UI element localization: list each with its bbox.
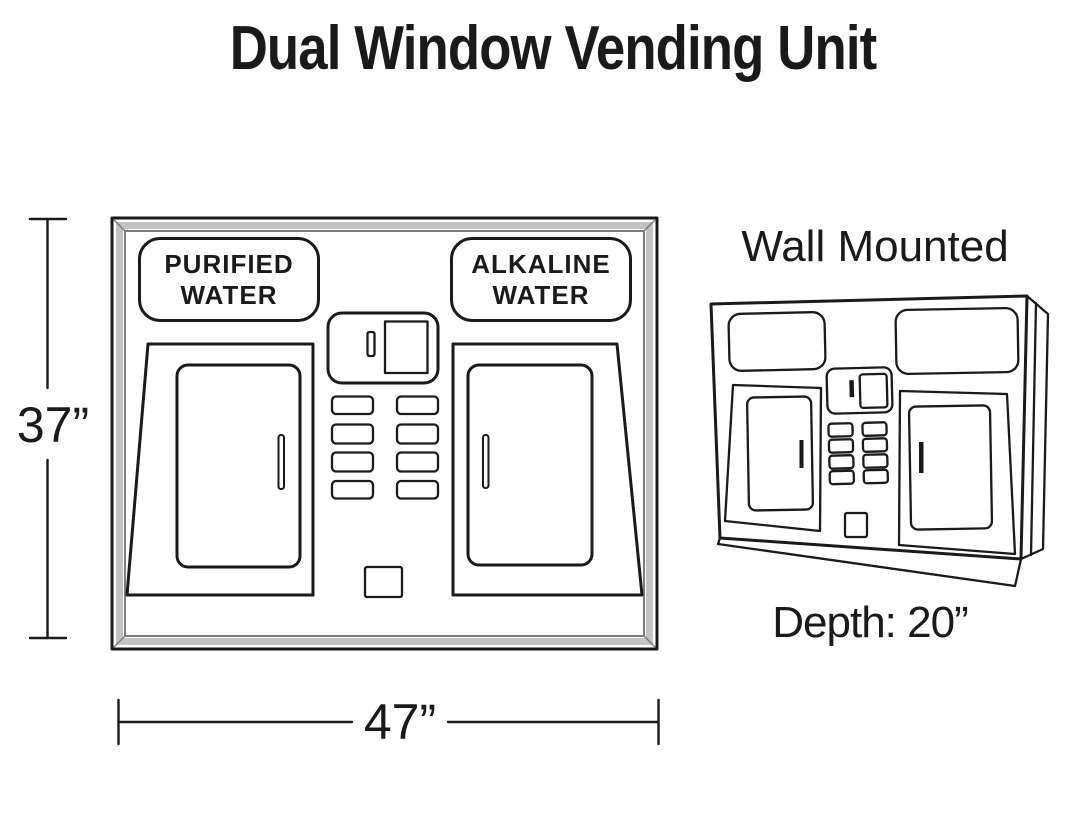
keypad-button	[395, 395, 440, 416]
height-dimension-line	[28, 217, 68, 640]
right-window-opening	[451, 342, 644, 597]
right-window-door	[466, 363, 594, 567]
keypad-button	[828, 469, 856, 486]
keypad-button	[330, 395, 375, 416]
width-dimension-value: 47”	[359, 693, 441, 751]
page-title: Dual Window Vending Unit	[229, 14, 877, 83]
keypad-button	[330, 423, 375, 445]
cabinet-front-face	[709, 294, 1029, 561]
left-door-handle	[277, 434, 285, 490]
front-view-drawing	[110, 216, 659, 651]
keypad-button	[827, 438, 855, 454]
depth-dimension-value: Depth: 20”	[772, 598, 968, 647]
coin-return-slot	[843, 511, 869, 539]
left-window-opening	[125, 342, 315, 597]
front-frame-outer	[110, 216, 659, 651]
payment-screen	[383, 320, 429, 375]
keypad-button	[395, 479, 440, 500]
right-window-door	[907, 404, 994, 531]
left-window-door	[175, 363, 302, 569]
left-window-door	[745, 395, 815, 512]
right-door-handle	[919, 442, 924, 473]
payment-panel-perspective	[825, 366, 894, 415]
cabinet-side-edge-line	[1029, 301, 1038, 557]
card-slot	[366, 330, 376, 358]
keypad	[330, 395, 440, 500]
left-window-opening	[723, 383, 823, 533]
keypad-button	[330, 479, 375, 500]
keypad-button	[862, 453, 889, 469]
keypad-button	[862, 468, 890, 485]
payment-panel	[326, 311, 440, 385]
purified-water-label: PURIFIED WATER	[138, 237, 320, 322]
width-dimension-line	[117, 698, 660, 746]
wall-mounted-caption: Wall Mounted	[741, 222, 1009, 271]
right-sign-panel	[894, 306, 1020, 376]
frame-corner-miters	[113, 219, 656, 648]
keypad-button	[861, 437, 889, 453]
front-frame-inner-line	[124, 230, 645, 637]
keypad-button	[828, 454, 855, 470]
keypad-button	[395, 451, 440, 473]
card-slot	[849, 380, 855, 398]
height-dimension-value: 37”	[12, 396, 94, 454]
keypad	[827, 421, 890, 486]
right-door-handle	[482, 434, 490, 489]
front-frame-bevel	[116, 222, 653, 645]
right-window-opening	[897, 389, 1017, 556]
keypad-button	[330, 451, 375, 473]
coin-return-slot	[363, 565, 404, 599]
payment-screen	[858, 372, 889, 410]
perspective-view-drawing	[709, 294, 1050, 588]
keypad-button	[395, 423, 440, 445]
left-sign-panel	[727, 311, 827, 372]
left-door-handle	[799, 440, 804, 468]
keypad-button	[861, 421, 888, 437]
keypad-button	[827, 422, 854, 438]
alkaline-water-label: ALKALINE WATER	[450, 237, 632, 322]
